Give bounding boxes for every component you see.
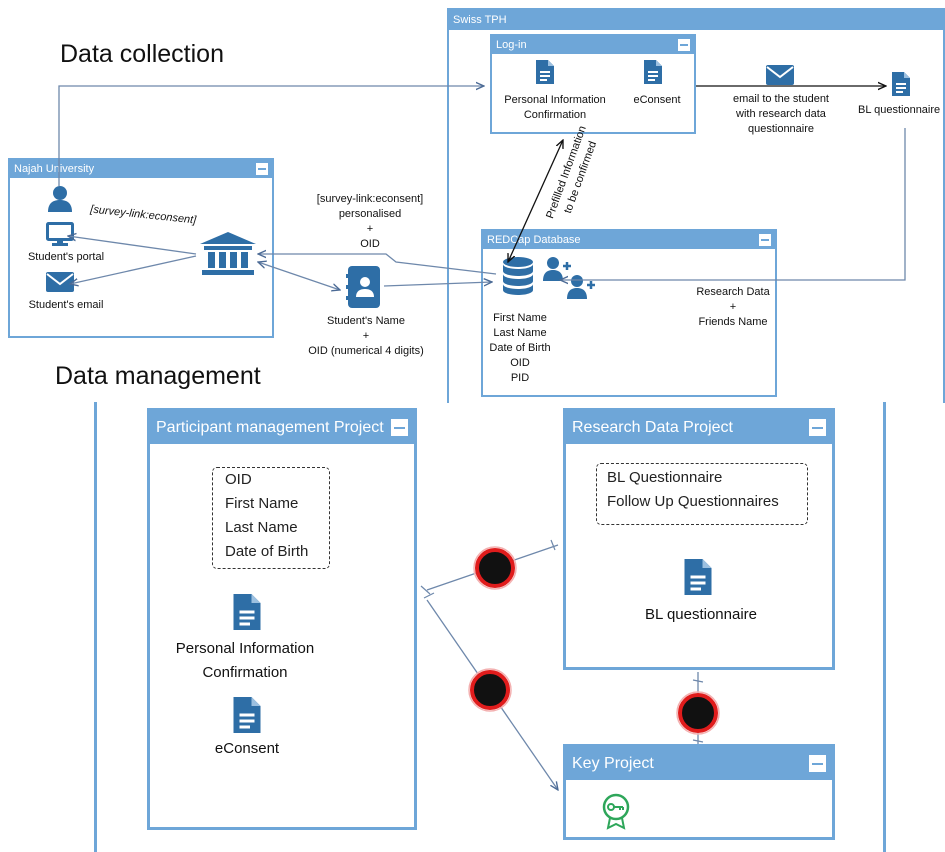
research-title: Research Data Project — [572, 419, 733, 436]
redcap-field: Date of Birth — [489, 342, 551, 354]
bl-questionnaire-doc-label: BL questionnaire — [644, 606, 758, 623]
research-plus: + — [729, 301, 737, 313]
connector-line — [68, 236, 197, 255]
connector-line — [420, 585, 435, 599]
participant-field: Date of Birth — [225, 543, 309, 560]
document-icon — [644, 60, 662, 84]
plus-label: + — [366, 223, 374, 235]
link-node[interactable] — [473, 546, 517, 590]
key-minimize-button[interactable] — [809, 755, 826, 772]
pic-label-line2: Confirmation — [202, 664, 288, 681]
research-data-panel: Research Data Project BL Questionnaire F… — [563, 408, 835, 670]
swiss-tph-title: Swiss TPH — [453, 14, 507, 26]
user-icon — [48, 186, 72, 212]
personalised-label: personalised — [338, 208, 402, 220]
envelope-icon — [46, 272, 74, 292]
research-item: BL Questionnaire — [607, 469, 723, 486]
envelope-icon — [766, 65, 794, 85]
connector-line — [550, 539, 704, 743]
research-items-box: BL Questionnaire Follow Up Questionnaire… — [596, 463, 808, 525]
document-icon — [684, 559, 712, 595]
document-icon — [233, 697, 261, 733]
pic-label-line1: Personal Information — [504, 94, 606, 106]
key-project-panel: Key Project — [563, 744, 835, 840]
document-icon — [892, 72, 910, 96]
econsent-label: eConsent — [633, 94, 681, 106]
connector-line — [258, 262, 340, 290]
link-node[interactable] — [468, 668, 512, 712]
plus-label: + — [362, 330, 370, 342]
research-item: Follow Up Questionnaires — [607, 493, 779, 510]
key-badge-icon — [602, 793, 630, 830]
institution-icon — [200, 232, 256, 275]
frame-left-line — [94, 402, 97, 852]
monitor-icon — [46, 222, 74, 246]
participant-field: First Name — [225, 495, 299, 512]
data-collection-heading: Data collection — [60, 40, 224, 68]
pic-label-line1: Personal Information — [175, 640, 315, 657]
email-label-line2: with research data — [736, 108, 826, 120]
econsent-label: eConsent — [214, 740, 280, 757]
survey-link-label: [survey-link:econsent] — [316, 193, 424, 205]
student-name-label: Student's Name — [327, 315, 405, 327]
oid-label: OID — [360, 238, 380, 250]
participant-management-panel: Participant management Project OID First… — [147, 408, 417, 830]
document-icon — [233, 594, 261, 630]
research-minimize-button[interactable] — [809, 419, 826, 436]
najah-minimize-button[interactable] — [256, 163, 268, 175]
najah-university-panel: Najah University Student's portal Studen… — [8, 158, 274, 338]
participant-minimize-button[interactable] — [391, 419, 408, 436]
participant-title: Participant management Project — [156, 419, 384, 436]
friends-name-label: Friends Name — [698, 316, 768, 328]
contact-book-icon — [346, 266, 380, 308]
link-node[interactable] — [676, 691, 720, 735]
najah-title: Najah University — [14, 163, 95, 175]
document-icon — [536, 60, 554, 84]
login-panel: Log-in Personal Information Confirmation… — [490, 34, 696, 134]
connector-line — [383, 282, 492, 287]
login-title: Log-in — [496, 39, 527, 51]
participant-fields-box: OID First Name Last Name Date of Birth — [212, 467, 330, 569]
email-label-line1: email to the student — [732, 93, 829, 105]
data-management-heading: Data management — [55, 362, 261, 390]
frame-right-line — [883, 402, 886, 852]
student-portal-label: Student's portal — [27, 251, 105, 263]
redcap-field: First Name — [493, 312, 547, 324]
connector-line — [258, 254, 497, 275]
research-data-label: Research Data — [696, 286, 770, 298]
participant-field: OID — [225, 471, 252, 488]
email-label-line3: questionnaire — [747, 123, 815, 135]
connector-line — [508, 140, 563, 262]
participant-field: Last Name — [225, 519, 298, 536]
student-email-label: Student's email — [28, 299, 104, 311]
connector-line — [560, 128, 906, 280]
key-title: Key Project — [572, 755, 654, 772]
connector-line — [70, 255, 197, 284]
connector-line — [58, 86, 484, 186]
redcap-field: Last Name — [493, 327, 547, 339]
login-minimize-button[interactable] — [678, 39, 690, 51]
redcap-field: OID — [510, 357, 530, 369]
redcap-field: PID — [510, 372, 530, 384]
redcap-minimize-button[interactable] — [759, 234, 771, 246]
bl-questionnaire-label: BL questionnaire — [858, 104, 941, 116]
pic-label-line2: Confirmation — [523, 109, 587, 121]
oid-numerical-label: OID (numerical 4 digits) — [308, 345, 424, 357]
